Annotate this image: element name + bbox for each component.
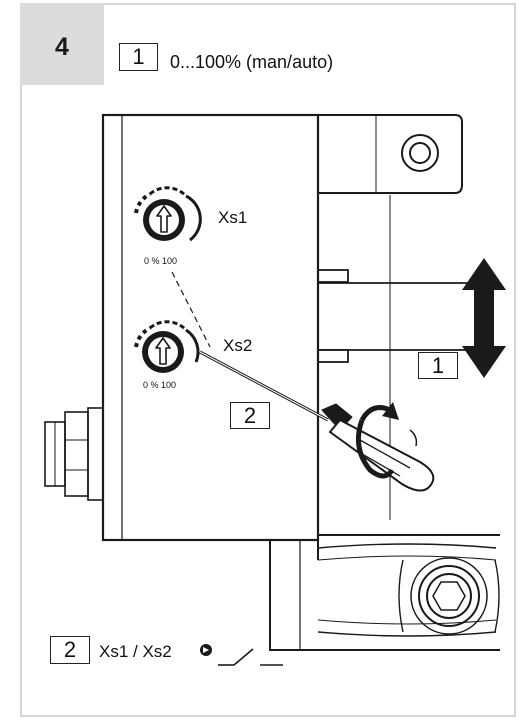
- cable-gland: [44, 407, 104, 501]
- header-callout-number: 1: [132, 44, 145, 69]
- header-callout: 1: [119, 43, 158, 71]
- arrow-right-circle-icon: [200, 644, 212, 656]
- arrow-callout: 1: [418, 352, 458, 379]
- bracket-bolt-icon: [401, 134, 439, 172]
- double-arrow-icon: [462, 258, 506, 378]
- knob-xs2-label: Xs2: [223, 336, 253, 355]
- step-number-box: 4: [20, 3, 104, 85]
- knob-xs1-label: Xs1: [218, 208, 248, 227]
- footer-text: Xs1 / Xs2: [99, 642, 172, 661]
- header-text: 0...100% (man/auto): [170, 52, 334, 72]
- rotate-icon: [355, 402, 418, 479]
- reference-dashed-line: [171, 271, 211, 348]
- arrow-callout-number: 1: [431, 353, 445, 378]
- step-number: 4: [55, 33, 69, 61]
- knob-xs1: [134, 186, 202, 242]
- footer-callout-number: 2: [63, 637, 77, 662]
- spindle: [317, 269, 478, 363]
- screwdriver-icon: [199, 350, 435, 492]
- screwdriver-callout-number: 2: [243, 403, 257, 428]
- knob-xs1-scale: 0 % 100: [144, 256, 178, 266]
- knob-xs2: [134, 320, 200, 373]
- footer-callout: 2: [50, 636, 90, 664]
- switch-open-icon: [218, 648, 283, 666]
- screwdriver-callout: 2: [230, 402, 270, 429]
- valve-body: [269, 534, 500, 651]
- actuator-housing: [101, 113, 320, 542]
- knob-xs2-scale: 0 % 100: [143, 380, 177, 390]
